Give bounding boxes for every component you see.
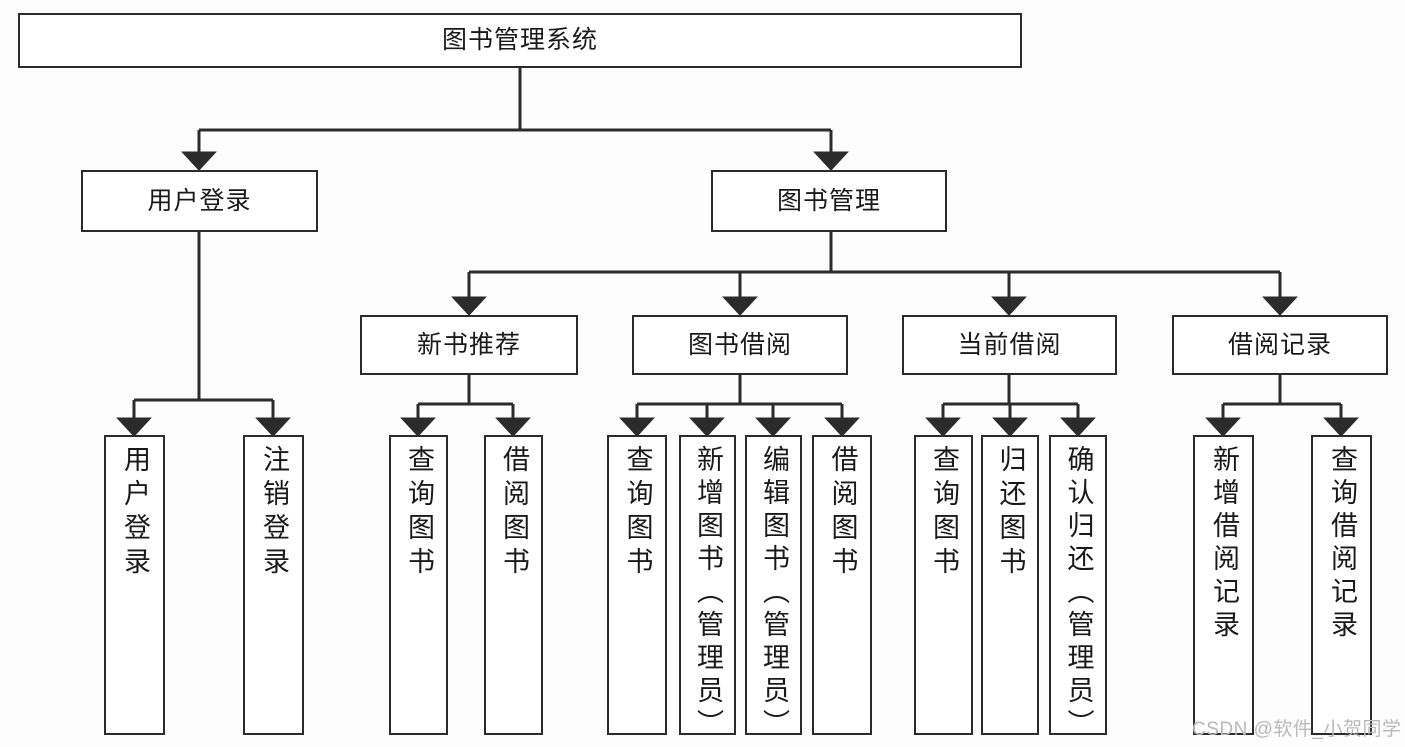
node-leaf-query-borrow-record[interactable]: 查询借阅记录 [1311, 435, 1372, 735]
node-leaf-borrow-book-recommend[interactable]: 借阅图书 [484, 435, 543, 735]
node-root-system[interactable]: 图书管理系统 [18, 13, 1022, 68]
node-label: 确认归还（管理员） [1063, 445, 1094, 742]
node-label: 归还图书 [995, 445, 1026, 581]
node-leaf-query-book-borrow[interactable]: 查询图书 [607, 435, 667, 735]
node-new-book-recommend[interactable]: 新书推荐 [360, 315, 578, 375]
node-label: 新增借阅记录 [1209, 445, 1239, 643]
node-book-borrow[interactable]: 图书借阅 [632, 315, 848, 375]
node-leaf-user-login[interactable]: 用户登录 [104, 435, 165, 735]
node-label: 借阅图书 [827, 445, 858, 581]
node-label: 用户登录 [120, 445, 150, 581]
node-leaf-edit-book-admin[interactable]: 编辑图书（管理员） [745, 435, 802, 742]
node-leaf-query-book-current[interactable]: 查询图书 [914, 435, 973, 735]
node-user-login[interactable]: 用户登录 [81, 170, 318, 232]
node-label: 注销登录 [259, 445, 289, 581]
node-current-borrow[interactable]: 当前借阅 [902, 315, 1117, 375]
node-leaf-add-borrow-record[interactable]: 新增借阅记录 [1193, 435, 1254, 735]
node-book-management[interactable]: 图书管理 [711, 170, 947, 232]
csdn-watermark: CSDN @软件_小贺同学 [1192, 719, 1402, 740]
node-leaf-logout[interactable]: 注销登录 [243, 435, 304, 735]
node-label: 查询图书 [404, 445, 434, 581]
node-label: 当前借阅 [957, 330, 1062, 359]
node-leaf-query-book-recommend[interactable]: 查询图书 [389, 435, 448, 735]
node-label: 编辑图书（管理员） [759, 445, 789, 742]
node-label: 查询图书 [622, 445, 653, 581]
node-leaf-add-book-admin[interactable]: 新增图书（管理员） [679, 435, 736, 742]
node-label: 新增图书（管理员） [693, 445, 723, 742]
node-label: 图书借阅 [687, 330, 792, 359]
node-label: 图书管理 [776, 186, 881, 215]
node-label: 查询借阅记录 [1327, 445, 1357, 643]
node-borrow-record[interactable]: 借阅记录 [1172, 315, 1388, 375]
node-leaf-borrow-book[interactable]: 借阅图书 [812, 435, 872, 735]
node-label: 新书推荐 [416, 330, 521, 359]
node-label: 图书管理系统 [441, 26, 598, 55]
node-label: 查询图书 [929, 445, 959, 581]
node-label: 借阅图书 [499, 445, 529, 581]
node-leaf-return-book[interactable]: 归还图书 [981, 435, 1039, 735]
node-label: 借阅记录 [1227, 330, 1332, 359]
node-leaf-confirm-return-admin[interactable]: 确认归还（管理员） [1049, 435, 1107, 742]
node-label: 用户登录 [147, 186, 252, 215]
